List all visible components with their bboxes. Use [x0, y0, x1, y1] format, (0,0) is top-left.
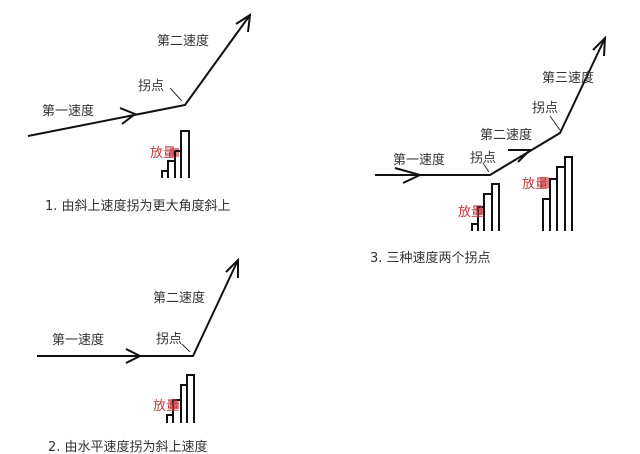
- first-speed-label: 第一速度: [42, 103, 94, 119]
- volume-label: 放量: [150, 146, 176, 161]
- second-speed-label: 第二速度: [157, 33, 209, 49]
- volume-bar: [186, 374, 195, 423]
- volume-bars: [166, 374, 195, 423]
- volume-label: 放量: [153, 399, 179, 414]
- first-speed-label: 第一速度: [52, 332, 104, 348]
- arrow-chevron: [119, 107, 138, 125]
- turning-point-label: 拐点: [532, 101, 558, 116]
- turning-point-label: 拐点: [470, 151, 496, 166]
- diagram-1: 第一速度 第二速度 拐点 放量 1. 由斜上速度拐为更大角度斜上: [27, 13, 252, 214]
- volume-bars: [161, 130, 190, 178]
- first-speed-label: 第一速度: [393, 152, 445, 168]
- volume-label: 放量: [522, 177, 548, 192]
- arrow-chevron: [125, 348, 143, 364]
- arrowhead-icon: [592, 35, 607, 57]
- turning-point-leader: [169, 87, 183, 102]
- second-speed-label: 第二速度: [480, 127, 532, 143]
- volume-bar: [564, 156, 573, 231]
- second-speed-label: 第二速度: [153, 290, 205, 306]
- volume-bar: [549, 178, 558, 231]
- third-speed-label: 第三速度: [542, 70, 594, 86]
- caption: 1. 由斜上速度拐为更大角度斜上: [45, 198, 231, 214]
- arrow-chevron: [508, 149, 533, 163]
- turning-point-leader: [482, 162, 490, 173]
- caption: 3. 三种速度两个拐点: [370, 250, 491, 266]
- volume-bars: [471, 183, 500, 231]
- volume-bar: [180, 130, 190, 178]
- volume-bars: [542, 156, 573, 231]
- volume-highlight: [476, 206, 485, 215]
- caption: 2. 由水平速度拐为斜上速度: [48, 439, 208, 454]
- volume-bar: [491, 183, 500, 231]
- trend-line: [27, 14, 251, 137]
- volume-bar: [542, 198, 551, 231]
- diagram-2: 第一速度 第二速度 拐点 放量 2. 由水平速度拐为斜上速度: [37, 257, 239, 454]
- diagram-3: 第一速度 第二速度 第三速度 拐点 拐点 放量 放量 3. 三种速度两个拐点: [370, 35, 607, 266]
- volume-highlight: [540, 177, 549, 188]
- arrowhead-icon: [225, 257, 239, 278]
- turning-point-label: 拐点: [138, 79, 164, 94]
- volume-bar: [167, 160, 176, 178]
- trend-line: [37, 259, 239, 357]
- arrowhead-icon: [235, 13, 252, 33]
- arrow-chevron: [394, 167, 423, 184]
- turning-point-leader: [181, 343, 191, 353]
- volume-highlight: [170, 400, 179, 409]
- turning-point-leader: [549, 115, 561, 131]
- turning-point-label: 拐点: [156, 332, 182, 347]
- volume-label: 放量: [458, 205, 484, 220]
- volume-bar: [556, 166, 566, 231]
- volume-bar: [483, 193, 493, 231]
